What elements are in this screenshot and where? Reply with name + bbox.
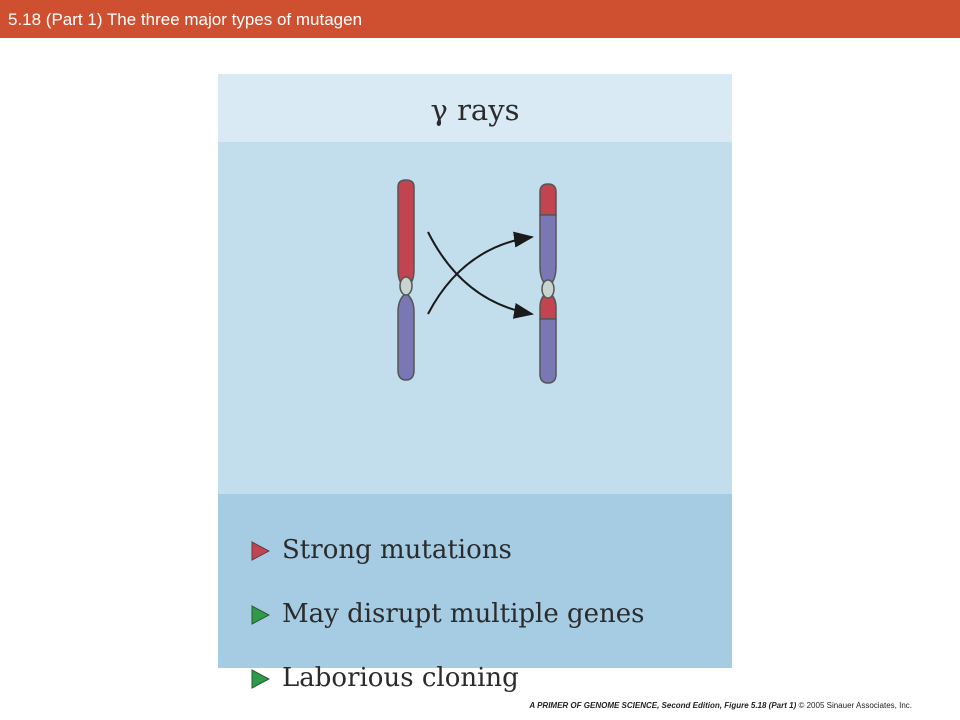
original-chromosome xyxy=(397,179,415,381)
title-bar: 5.18 (Part 1) The three major types of m… xyxy=(0,0,960,38)
translocated-chromosome-lower-arm xyxy=(539,318,557,384)
triangle-bullet-icon xyxy=(251,669,270,689)
list-item-label: Laborious cloning xyxy=(282,663,519,693)
original-chromosome-centromere xyxy=(399,276,413,296)
figure-panel: γ rays xyxy=(218,74,732,693)
exchange-arrow-lower xyxy=(427,231,534,319)
exchange-arrow-upper xyxy=(427,231,534,315)
panel-header xyxy=(218,74,732,142)
copyright-text: © 2005 Sinauer Associates, Inc. xyxy=(798,701,912,710)
translocation-diagram-svg xyxy=(397,179,557,384)
translocated-chromosome xyxy=(539,183,557,384)
list-item-label: Strong mutations xyxy=(282,535,512,565)
triangle-bullet-icon xyxy=(251,541,270,561)
citation-text: A PRIMER OF GENOME SCIENCE, Second Editi… xyxy=(529,701,797,710)
slide-title: 5.18 (Part 1) The three major types of m… xyxy=(8,10,363,29)
triangle-bullet-icon xyxy=(251,605,270,625)
translocation-diagram xyxy=(218,142,732,494)
translocated-chromosome-centromere xyxy=(541,279,555,299)
figure-citation: A PRIMER OF GENOME SCIENCE, Second Editi… xyxy=(529,701,912,710)
original-chromosome-upper-arm xyxy=(397,179,415,289)
list-item-label: May disrupt multiple genes xyxy=(282,599,645,629)
translocated-chromosome-upper-arm xyxy=(539,214,557,287)
properties-list: Strong mutations May disrupt multiple ge… xyxy=(218,494,732,693)
panel-header-title: γ rays xyxy=(430,93,520,127)
title-bar-background xyxy=(0,0,960,38)
translocated-chromosome-upper-tip xyxy=(539,183,557,216)
original-chromosome-lower-arm xyxy=(397,293,415,381)
